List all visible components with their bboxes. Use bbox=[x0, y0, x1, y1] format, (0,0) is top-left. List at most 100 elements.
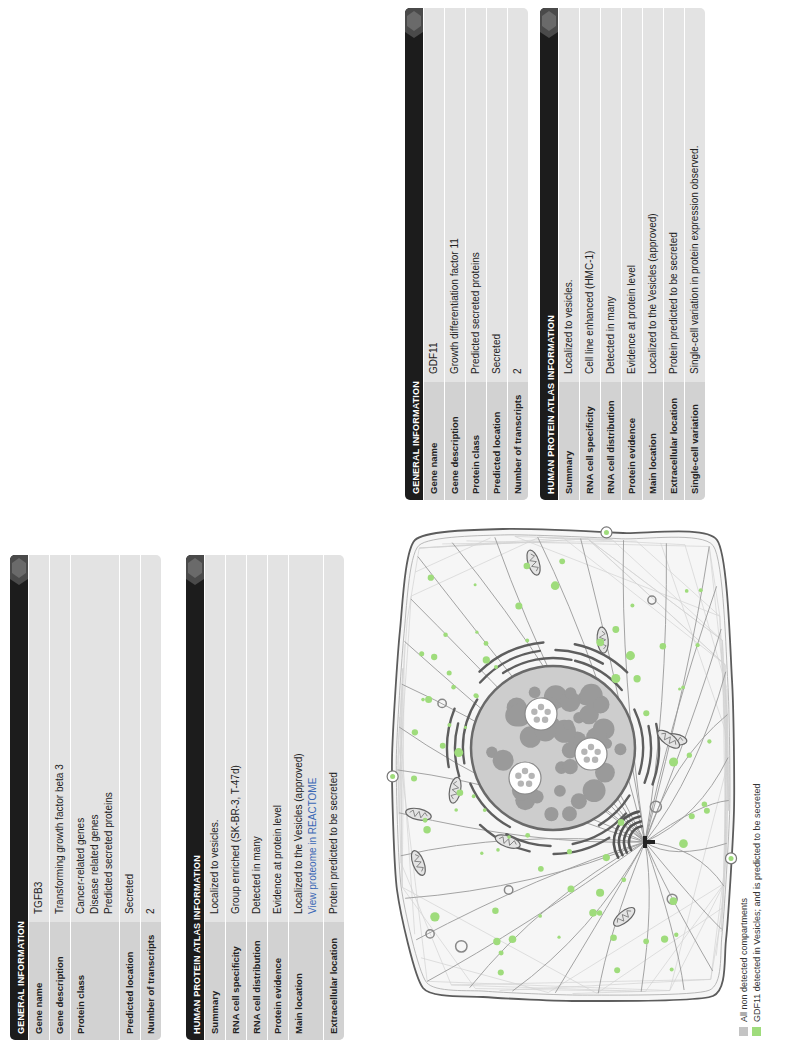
table-row: Protein evidenceEvidence at protein leve… bbox=[267, 555, 288, 1040]
cell-part bbox=[421, 698, 425, 702]
cell-part bbox=[597, 910, 602, 915]
cell-part bbox=[402, 887, 475, 988]
cell-part bbox=[645, 842, 684, 990]
cell-part bbox=[596, 627, 609, 654]
centrosome bbox=[643, 836, 655, 848]
table-row: SummaryLocalized to vesicles. bbox=[558, 8, 579, 500]
cell-part bbox=[498, 969, 504, 975]
field-label: Predicted location bbox=[120, 922, 140, 1040]
cell-part bbox=[457, 789, 464, 796]
field-label: Main location bbox=[289, 922, 323, 1040]
field-label: Predicted location bbox=[487, 382, 507, 500]
table-row: Predicted location Secreted bbox=[119, 555, 140, 1040]
field-value-cell: Localized to vesicles. bbox=[559, 8, 579, 382]
field-value-cell: Cell line enhanced (HMC-1) bbox=[580, 8, 600, 382]
cell-part bbox=[548, 883, 724, 992]
cell-part bbox=[418, 557, 645, 842]
cell-part bbox=[626, 651, 635, 660]
cell-part bbox=[525, 639, 529, 643]
cell-part bbox=[404, 641, 645, 842]
field-label: Protein evidence bbox=[622, 382, 642, 500]
field-value-cell: 2 bbox=[508, 8, 528, 382]
cell-part bbox=[670, 897, 678, 905]
info-panel: GENERAL INFORMATIONGene nameTGFB3Gene de… bbox=[10, 555, 161, 1040]
cell-part bbox=[507, 835, 511, 839]
panel-header-bar: HUMAN PROTEIN ATLAS INFORMATION bbox=[540, 8, 558, 500]
cell-part bbox=[629, 826, 642, 850]
field-value: Secreted bbox=[490, 16, 504, 374]
field-value: Cancer-related genes bbox=[74, 563, 88, 914]
field-value-cell: Localized to vesicles. bbox=[205, 555, 225, 922]
cell-part bbox=[409, 849, 429, 877]
cell-part bbox=[423, 826, 430, 833]
header-hexagon bbox=[407, 11, 421, 31]
table-row: Predicted location Secreted bbox=[486, 8, 507, 500]
cell-part bbox=[648, 596, 656, 604]
field-label: Number of transcripts bbox=[508, 382, 528, 500]
cell-part bbox=[451, 685, 456, 690]
cell-part bbox=[564, 720, 574, 730]
header-icon bbox=[186, 555, 204, 589]
cell-part bbox=[667, 894, 677, 904]
field-label: RNA cell specificity bbox=[226, 922, 246, 1040]
field-value-cell: Detected in many bbox=[247, 555, 267, 922]
cell-part bbox=[643, 938, 649, 944]
cell-part bbox=[612, 626, 619, 633]
info-panel: GENERAL INFORMATIONGene nameGDF11Gene de… bbox=[405, 8, 528, 500]
field-value-cell: Cancer-related genesDisease related gene… bbox=[71, 555, 119, 922]
cell-part bbox=[567, 885, 574, 892]
field-value: Cell line enhanced (HMC-1) bbox=[583, 16, 597, 374]
cell-part bbox=[544, 807, 558, 821]
header-hexagon bbox=[405, 8, 423, 38]
field-value: Protein predicted to be secreted bbox=[667, 16, 681, 374]
cell-part bbox=[641, 842, 649, 992]
field-label: Summary bbox=[559, 382, 579, 500]
cell-part bbox=[472, 794, 476, 798]
cell-part bbox=[529, 687, 541, 699]
cell-part bbox=[538, 866, 544, 872]
cell-part bbox=[525, 833, 530, 838]
cell-part bbox=[409, 849, 429, 877]
cell-part bbox=[618, 819, 625, 826]
field-value: Evidence at protein level bbox=[271, 563, 285, 914]
field-label: Protein class bbox=[71, 922, 119, 1040]
cell-part bbox=[412, 854, 424, 873]
cell-part bbox=[624, 821, 641, 852]
cell-illustration bbox=[383, 520, 743, 1010]
table-row: Number of transcripts2 bbox=[140, 555, 161, 1040]
cell-part bbox=[645, 715, 727, 842]
cell-part bbox=[474, 583, 477, 586]
cell-part bbox=[518, 780, 524, 786]
cell-part bbox=[645, 842, 713, 971]
field-value: Secreted bbox=[123, 563, 137, 914]
cell-part bbox=[594, 749, 600, 755]
cell-part bbox=[660, 731, 678, 747]
cell-part bbox=[454, 748, 463, 757]
cell-part bbox=[484, 641, 489, 646]
cell-part bbox=[670, 967, 674, 971]
table-row: Extracellular locationProtein predicted … bbox=[323, 555, 344, 1040]
cell-part bbox=[515, 773, 521, 779]
cell-part bbox=[405, 806, 433, 822]
table-row: SummaryLocalized to vesicles. bbox=[204, 555, 225, 1040]
panel-heading: GENERAL INFORMATION bbox=[407, 381, 425, 500]
cell-part bbox=[538, 914, 542, 918]
cell-part bbox=[655, 727, 682, 751]
table-row: RNA cell specificityCell line enhanced (… bbox=[579, 8, 600, 500]
cell-part bbox=[679, 839, 688, 848]
cell-part bbox=[645, 629, 721, 842]
cell-part bbox=[515, 536, 720, 616]
field-label: Summary bbox=[205, 922, 225, 1040]
legend: All non detected compartmentsGDF11 detec… bbox=[737, 784, 763, 1036]
field-value: Detected in many bbox=[604, 16, 618, 374]
cell-part bbox=[426, 930, 434, 938]
cell-part bbox=[681, 686, 685, 690]
cell-part bbox=[538, 704, 544, 710]
cell-part bbox=[604, 530, 609, 535]
cell-part bbox=[557, 936, 560, 939]
panel-header-bar: HUMAN PROTEIN ATLAS INFORMATION bbox=[186, 555, 204, 1040]
field-label: Extracellular location bbox=[664, 382, 684, 500]
cell-part bbox=[480, 852, 483, 855]
cell-part bbox=[509, 935, 517, 943]
cell-part bbox=[483, 656, 490, 663]
